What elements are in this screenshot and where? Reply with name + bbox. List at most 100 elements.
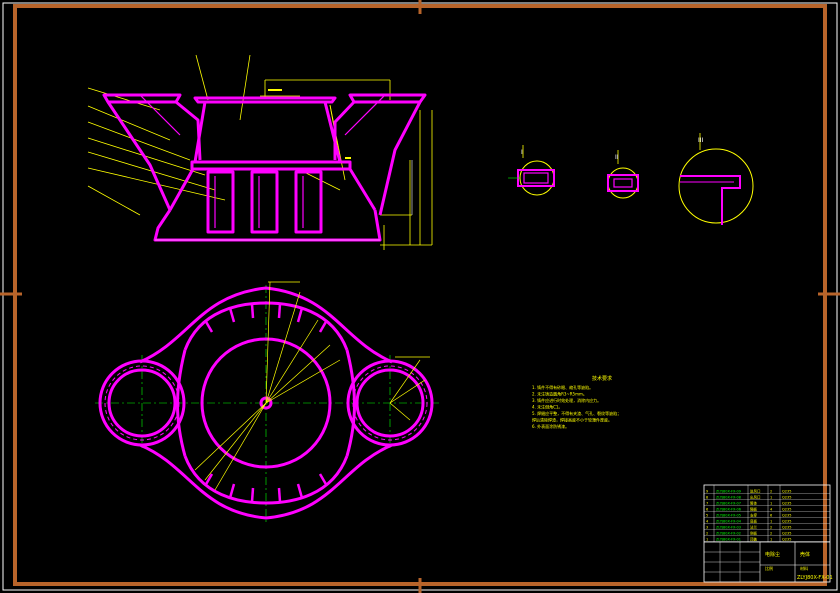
parts-cell-material: Q235 bbox=[782, 526, 791, 530]
window-left bbox=[206, 170, 235, 234]
detail-ii: II bbox=[607, 150, 639, 199]
detail-ii-label: II bbox=[615, 154, 619, 161]
top-view-leaders bbox=[194, 281, 430, 491]
parts-cell-name: 出风口 bbox=[750, 495, 761, 500]
inner-shell-top bbox=[183, 301, 349, 351]
parts-cell-name: 法兰 bbox=[750, 525, 758, 530]
center-bore bbox=[200, 337, 332, 469]
parts-cell-qty: 2 bbox=[770, 526, 772, 530]
parts-cell-code: ZLYJ80X-FX-03 bbox=[716, 526, 741, 530]
tech-req-line: 1. 铸件不得有砂眼、缩孔等缺陷。 bbox=[532, 384, 593, 390]
front-view-body bbox=[102, 93, 427, 242]
detail-iii-label: III bbox=[698, 137, 704, 144]
parts-cell-material: Q235 bbox=[782, 496, 791, 500]
parts-cell-no: 7 bbox=[706, 502, 708, 506]
tech-req-line: 2. 未注铸造圆角R3~R5mm。 bbox=[532, 391, 587, 397]
parts-cell-qty: 1 bbox=[770, 502, 772, 506]
lower-skirt bbox=[153, 209, 382, 242]
parts-cell-no: 9 bbox=[706, 490, 708, 494]
parts-cell-code: ZLYJ80X-FX-04 bbox=[716, 520, 742, 524]
detail-i: I bbox=[508, 145, 555, 196]
parts-cell-qty: 1 bbox=[770, 520, 772, 524]
parts-cell-material: Q235 bbox=[782, 520, 791, 524]
left-inlet-outer bbox=[106, 101, 172, 211]
inner-border bbox=[13, 4, 827, 586]
parts-cell-name: 支撑 bbox=[750, 513, 758, 518]
parts-cell-qty: 2 bbox=[770, 490, 772, 494]
parts-cell-material: Q235 bbox=[782, 532, 791, 536]
parts-cell-material: Q235 bbox=[782, 514, 791, 518]
parts-cell-name: 底板 bbox=[750, 519, 758, 524]
parts-cell-no: 4 bbox=[706, 520, 709, 524]
tech-req-line: 4. 未注倒角C1。 bbox=[532, 404, 562, 410]
parts-cell-material: Q235 bbox=[782, 502, 791, 506]
parts-cell-no: 6 bbox=[706, 508, 708, 512]
top-view-body bbox=[98, 286, 434, 520]
right-inlet-flange bbox=[348, 93, 427, 104]
parts-cell-name: 进风口 bbox=[750, 489, 761, 494]
right-inlet-outer bbox=[378, 101, 422, 216]
material-label: 材料 bbox=[800, 565, 808, 571]
outer-shell-bottom bbox=[139, 443, 393, 520]
front-view-leaders bbox=[87, 54, 433, 250]
detail-i-label: I bbox=[521, 149, 523, 156]
front-view-inner-lines bbox=[139, 94, 386, 228]
parts-cell-qty: 6 bbox=[770, 514, 772, 518]
upper-cone bbox=[193, 101, 342, 164]
tech-req-line: 6. 外表面涂防锈漆。 bbox=[532, 423, 569, 429]
tech-req-title: 技术要求 bbox=[592, 375, 612, 382]
parts-cell-qty: 4 bbox=[770, 508, 773, 512]
tech-req-line: 焊后清除焊渣，焊接高度不小于较薄件厚度。 bbox=[532, 417, 612, 423]
parts-cell-qty: 1 bbox=[770, 538, 772, 542]
inner-shell-bottom bbox=[183, 455, 349, 505]
parts-cell-name: 顶盖 bbox=[750, 537, 758, 542]
parts-cell-code: ZLYJ80X-FX-06 bbox=[716, 508, 741, 512]
part-name: 壳体 bbox=[800, 551, 810, 558]
window-center bbox=[250, 170, 279, 234]
port-hatching bbox=[104, 365, 428, 441]
parts-cell-name: 筒体 bbox=[750, 501, 758, 506]
detail-iii: III bbox=[678, 133, 754, 225]
top-plate bbox=[193, 96, 337, 104]
left-inlet-flange bbox=[102, 93, 182, 104]
technical-requirements: 技术要求 1. 铸件不得有砂眼、缩孔等缺陷。2. 未注铸造圆角R3~R5mm。3… bbox=[532, 375, 621, 429]
right-inlet-inner bbox=[333, 100, 356, 160]
parts-cell-no: 2 bbox=[706, 532, 708, 536]
parts-cell-material: Q235 bbox=[782, 490, 791, 494]
right-port-outer bbox=[346, 359, 434, 447]
parts-cell-no: 5 bbox=[706, 514, 708, 518]
parts-cell-name: 侧板 bbox=[750, 531, 758, 536]
left-inlet-inner bbox=[175, 100, 202, 161]
front-view bbox=[87, 54, 433, 250]
tech-req-lines: 1. 铸件不得有砂眼、缩孔等缺陷。2. 未注铸造圆角R3~R5mm。3. 铸件应… bbox=[532, 384, 621, 429]
parts-cell-material: Q235 bbox=[782, 508, 791, 512]
parts-cell-material: Q235 bbox=[782, 538, 791, 542]
parts-cell-no: 8 bbox=[706, 496, 708, 500]
inner-shell-left bbox=[176, 349, 187, 457]
parts-cell-no: 1 bbox=[706, 538, 708, 542]
top-view-ribs bbox=[203, 303, 329, 503]
inner-shell-right bbox=[345, 349, 356, 457]
top-view bbox=[95, 281, 440, 525]
front-view-white-lines bbox=[155, 160, 413, 241]
skirt-sides bbox=[168, 168, 377, 211]
parts-cell-name: 隔板 bbox=[750, 507, 758, 512]
detail-views: I II III bbox=[508, 133, 754, 225]
left-port-inner bbox=[107, 368, 177, 438]
drawing-title: 电除尘 bbox=[765, 551, 780, 558]
tech-req-line: 5. 焊缝应平整，不得有夹渣、气孔、裂纹等缺陷； bbox=[532, 410, 621, 416]
middle-band bbox=[190, 160, 352, 171]
parts-cell-qty: 2 bbox=[770, 532, 772, 536]
outer-shell-top bbox=[139, 286, 393, 364]
left-port-outer bbox=[98, 359, 186, 447]
parts-cell-code: ZLYJ80X-FX-07 bbox=[716, 502, 741, 506]
right-port-inner bbox=[355, 368, 425, 438]
parts-cell-code: ZLYJ80X-FX-09 bbox=[716, 490, 741, 494]
parts-cell-code: ZLYJ80X-FX-02 bbox=[716, 532, 741, 536]
scale-label: 比例 bbox=[765, 565, 773, 571]
